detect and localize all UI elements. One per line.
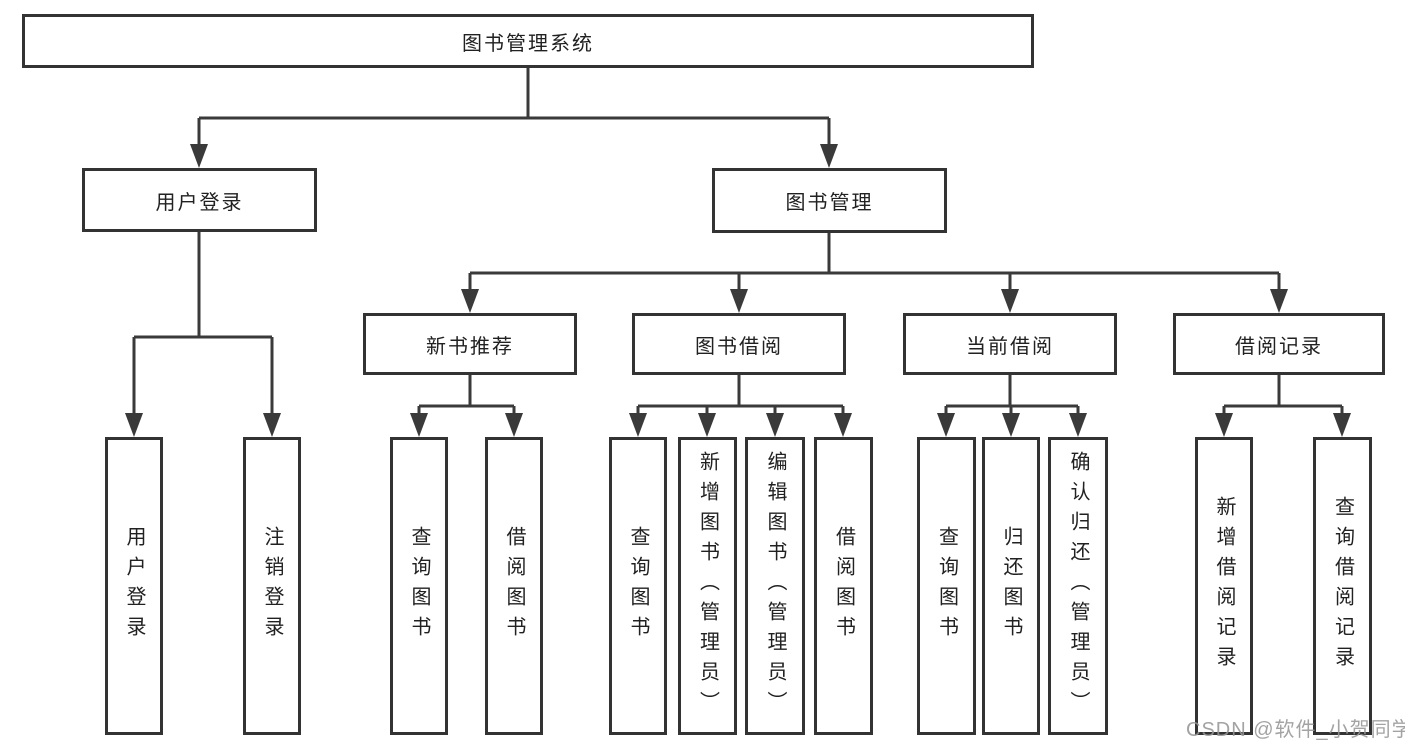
leaf-current-query: 查询图书 [917, 437, 976, 735]
arrow-down-icon [1001, 289, 1019, 313]
node-book-management: 图书管理 [712, 168, 947, 233]
connector-bookborrow-group [636, 375, 845, 415]
arrow-down-icon [698, 413, 716, 437]
leaf-newbook-query: 查询图书 [390, 437, 448, 735]
arrow-down-icon [125, 413, 143, 437]
node-current-borrow-label: 当前借阅 [966, 335, 1054, 358]
leaf-record-add: 新增借阅记录 [1195, 437, 1253, 735]
arrow-down-icon [766, 413, 784, 437]
leaf-current-return-label: 归还图书 [1000, 526, 1022, 646]
connector-root [197, 68, 831, 146]
connector-borrowrecord-group [1222, 375, 1344, 415]
node-book-borrow-label: 图书借阅 [695, 335, 783, 358]
arrowheads [125, 144, 1351, 437]
leaf-current-confirm-admin: 确认归还（管理员） [1048, 437, 1108, 735]
node-new-book-recommend-label: 新书推荐 [426, 335, 514, 358]
node-book-borrow: 图书借阅 [632, 313, 846, 375]
node-current-borrow: 当前借阅 [903, 313, 1117, 375]
leaf-current-return: 归还图书 [982, 437, 1040, 735]
leaf-borrow-query: 查询图书 [609, 437, 667, 735]
leaf-record-query: 查询借阅记录 [1313, 437, 1372, 735]
leaf-logout: 注销登录 [243, 437, 301, 735]
arrow-down-icon [629, 413, 647, 437]
node-borrow-records: 借阅记录 [1173, 313, 1385, 375]
node-new-book-recommend: 新书推荐 [363, 313, 577, 375]
connector-bookmgmt-group [468, 233, 1281, 291]
leaf-borrow-edit-admin: 编辑图书（管理员） [745, 437, 805, 735]
node-book-management-label: 图书管理 [785, 192, 874, 214]
connector-currentborrow-group [944, 375, 1080, 415]
arrow-down-icon [834, 413, 852, 437]
node-user-login: 用户登录 [82, 168, 317, 232]
leaf-record-add-label: 新增借阅记录 [1213, 496, 1235, 676]
node-borrow-records-label: 借阅记录 [1235, 335, 1323, 358]
node-root-system: 图书管理系统 [22, 14, 1034, 68]
arrow-down-icon [1270, 289, 1288, 313]
node-user-login-label: 用户登录 [155, 191, 244, 214]
leaf-borrow-add-admin-label: 新增图书（管理员） [696, 451, 719, 721]
arrow-down-icon [820, 144, 838, 168]
leaf-user-login: 用户登录 [105, 437, 163, 735]
arrow-down-icon [1002, 413, 1020, 437]
leaf-newbook-borrow: 借阅图书 [485, 437, 543, 735]
connector-newbook-group [417, 375, 516, 415]
leaf-newbook-query-label: 查询图书 [408, 526, 430, 646]
arrow-down-icon [505, 413, 523, 437]
arrow-down-icon [263, 413, 281, 437]
arrow-down-icon [410, 413, 428, 437]
arrow-down-icon [1215, 413, 1233, 437]
leaf-borrow-book-label: 借阅图书 [832, 526, 855, 646]
leaf-record-query-label: 查询借阅记录 [1331, 496, 1354, 676]
csdn-watermark: CSDN @软件_小贺同学 [1186, 719, 1405, 741]
leaf-current-query-label: 查询图书 [935, 526, 958, 646]
arrow-down-icon [1333, 413, 1351, 437]
arrow-down-icon [190, 144, 208, 168]
arrow-down-icon [730, 289, 748, 313]
arrow-down-icon [937, 413, 955, 437]
arrow-down-icon [461, 289, 479, 313]
node-root-label: 图书管理系统 [462, 32, 594, 55]
leaf-borrow-query-label: 查询图书 [627, 526, 649, 646]
leaf-borrow-add-admin: 新增图书（管理员） [678, 437, 737, 735]
connector-user-group [132, 232, 274, 415]
leaf-user-login-label: 用户登录 [123, 526, 145, 646]
leaf-borrow-book: 借阅图书 [814, 437, 873, 735]
leaf-newbook-borrow-label: 借阅图书 [503, 526, 525, 646]
arrow-down-icon [1069, 413, 1087, 437]
leaf-borrow-edit-admin-label: 编辑图书（管理员） [764, 451, 786, 721]
leaf-current-confirm-admin-label: 确认归还（管理员） [1067, 451, 1089, 721]
leaf-logout-label: 注销登录 [261, 526, 283, 646]
